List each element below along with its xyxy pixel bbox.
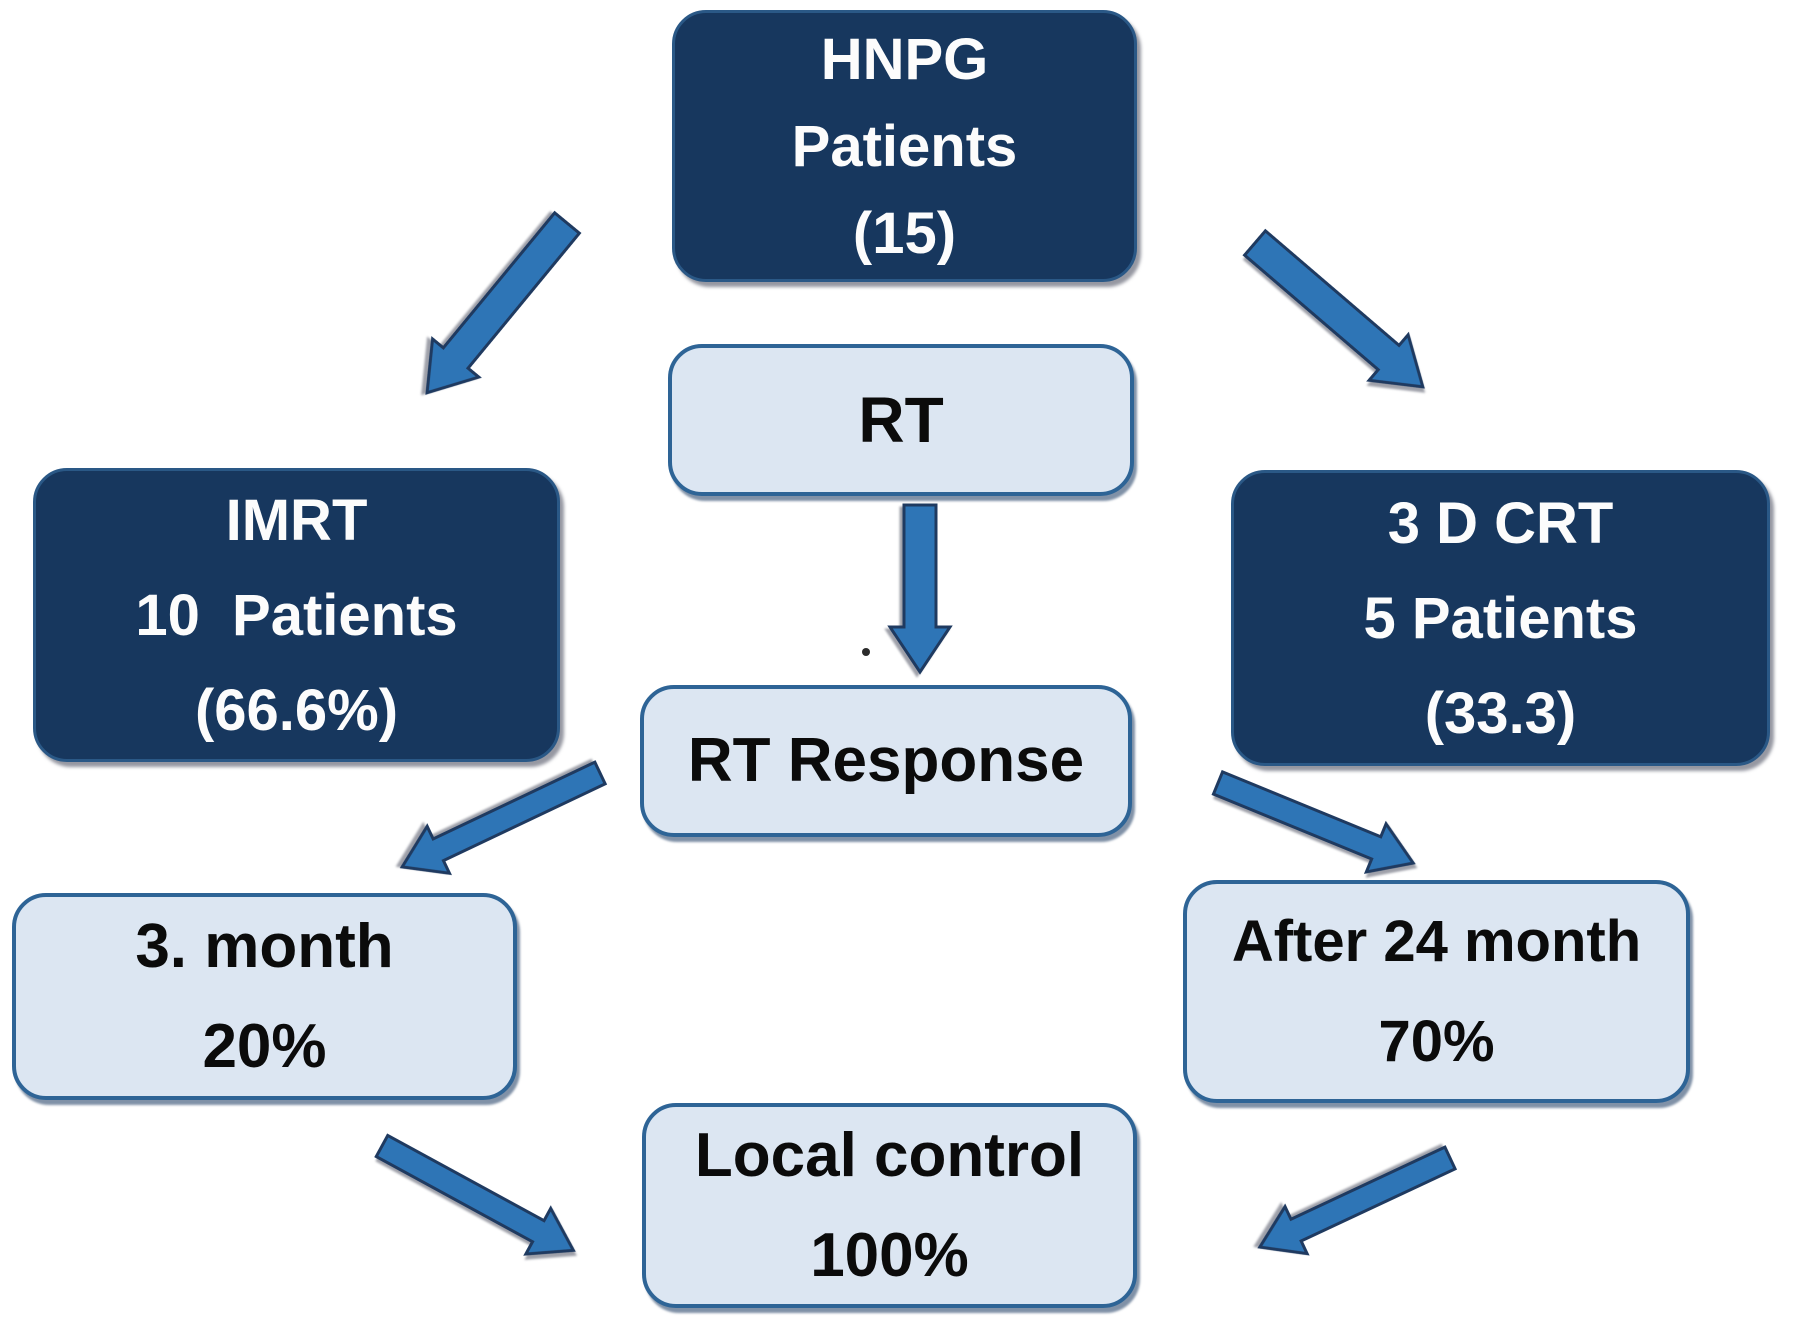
node-3-month: 3. month 20% [12, 893, 517, 1100]
node-label: Patients [791, 113, 1018, 179]
node-3d-crt: 3 D CRT 5 Patients (33.3) [1231, 470, 1770, 766]
node-label: After 24 month [1231, 908, 1642, 974]
arrow-hnpg-to-imrt [425, 210, 582, 395]
node-label: 20% [202, 1011, 327, 1081]
node-label: 70% [1378, 1008, 1495, 1074]
stray-dot [862, 648, 870, 656]
node-label: RT [858, 384, 944, 456]
node-label: 3 D CRT [1387, 490, 1614, 556]
node-label: HNPG [820, 26, 989, 92]
node-label: (66.6%) [194, 677, 399, 743]
node-rt: RT [668, 344, 1134, 496]
node-local-control: Local control 100% [642, 1103, 1137, 1308]
node-label: (33.3) [1424, 680, 1577, 746]
node-label: 5 Patients [1363, 585, 1638, 651]
node-label: RT Response [687, 726, 1085, 795]
node-label: 3. month [135, 911, 394, 981]
node-rt-response: RT Response [640, 685, 1132, 837]
node-imrt: IMRT 10 Patients (66.6%) [33, 468, 560, 762]
node-label: (15) [852, 200, 957, 266]
node-label: 100% [810, 1220, 969, 1290]
arrow-hnpg-to-3dcrt [1242, 228, 1425, 389]
arrow-after24-to-localcontrol [1257, 1145, 1458, 1256]
node-label: IMRT [225, 487, 368, 553]
node-after-24-month: After 24 month 70% [1183, 880, 1690, 1103]
arrow-month3-to-localcontrol [374, 1133, 576, 1256]
node-label: Local control [694, 1120, 1085, 1190]
node-hnpg-patients: HNPG Patients (15) [672, 10, 1137, 282]
arrow-rtresponse-to-month3 [399, 760, 608, 876]
arrow-rtresponse-to-after24 [1211, 769, 1416, 874]
node-label: 10 Patients [135, 582, 458, 648]
arrow-rt-to-rtresponse [887, 503, 953, 675]
